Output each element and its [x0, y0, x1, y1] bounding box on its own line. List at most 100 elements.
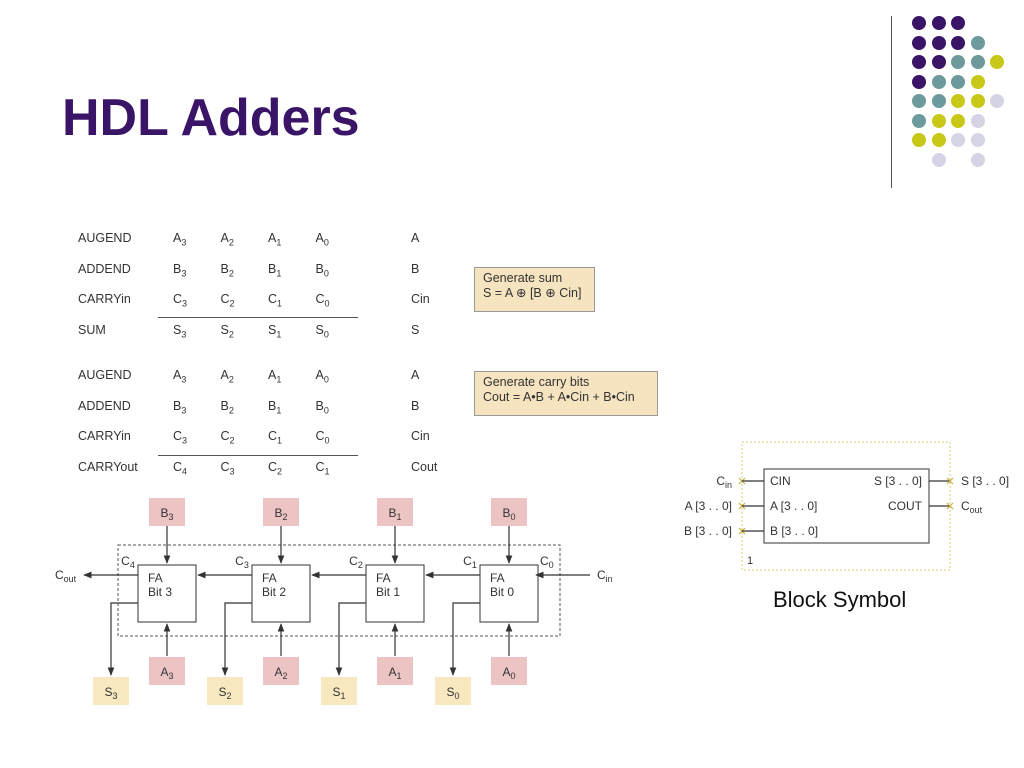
table-bit: C2	[220, 429, 235, 446]
full-adder-bit: Bit 0	[490, 585, 514, 599]
table-bit: C1	[315, 459, 330, 477]
table-bit: B1	[268, 261, 282, 279]
full-adder-bit: Bit 1	[376, 585, 400, 599]
decor-dot	[970, 55, 985, 69]
symbol-instance: 1	[747, 555, 753, 567]
full-adder-label: FA	[148, 571, 163, 585]
full-adder-bit: Bit 3	[148, 585, 172, 599]
full-adder-box	[365, 564, 425, 623]
table-vector: B	[411, 261, 420, 276]
s-output-box	[93, 677, 129, 705]
carry-label: C3	[235, 554, 249, 570]
table-bit: S2	[220, 322, 234, 340]
sum-note: Generate sum S = A ⊕ [B ⊕ Cin]	[474, 267, 595, 312]
s-output-box	[207, 677, 243, 705]
carry-label: C4	[121, 554, 135, 570]
table-bit: A2	[220, 368, 234, 385]
table-row-label: ADDEND	[78, 398, 131, 413]
carry-note: Generate carry bits Cout = A•B + A•Cin +…	[474, 371, 658, 416]
full-adder-bit: Bit 2	[262, 585, 286, 599]
table-bit: A3	[173, 368, 187, 385]
s-output-box	[321, 677, 357, 705]
table-bit: S1	[268, 322, 282, 340]
decor-dot	[970, 133, 985, 147]
table-row-label: SUM	[78, 322, 106, 337]
adder-boundary	[117, 544, 561, 637]
table-vector: S	[411, 322, 420, 337]
table-bit: A0	[315, 231, 329, 248]
table-vector: Cout	[411, 459, 438, 474]
symbol-right-outer-pin: Cout	[961, 499, 983, 515]
symbol-body	[763, 468, 930, 544]
table-row-label: AUGEND	[78, 231, 132, 245]
full-adder-box	[137, 564, 197, 623]
table-vector: Cin	[411, 292, 430, 306]
table-bit: C3	[173, 292, 188, 309]
table-bit: C0	[315, 429, 330, 446]
a-input-box	[491, 657, 527, 685]
table-bit: C3	[173, 429, 188, 446]
decor-dot	[951, 94, 965, 108]
table-bit: C1	[268, 429, 283, 446]
table-bit: B3	[173, 261, 187, 279]
full-adder-label: FA	[376, 571, 391, 585]
carry-note-line1: Generate carry bits	[483, 375, 590, 389]
decor-dot	[931, 152, 946, 167]
table-row-label: CARRYin	[78, 429, 131, 443]
decor-dot	[931, 74, 946, 89]
table-row-label: ADDEND	[78, 261, 131, 276]
table-bit: B2	[220, 398, 234, 416]
full-adder-label: FA	[490, 571, 505, 585]
c0-label: C0	[540, 554, 554, 570]
table-bit: B1	[268, 398, 282, 416]
carry-table-rule	[158, 455, 358, 456]
b-input-box	[263, 498, 299, 526]
s-output-wire	[221, 602, 252, 676]
cin-label: Cin	[597, 568, 613, 584]
table-row-label: CARRYout	[78, 459, 138, 474]
decor-dot	[990, 55, 1004, 69]
decor-dot	[951, 55, 965, 69]
sum-note-line1: Generate sum	[483, 271, 563, 285]
table-bit: S0	[315, 322, 329, 340]
decor-dot	[912, 133, 926, 147]
decor-dot	[931, 113, 946, 128]
decor-dot	[931, 133, 946, 147]
sum-table-rule	[158, 317, 358, 318]
decor-dot	[931, 16, 946, 30]
decor-dot	[912, 74, 926, 89]
title-divider	[891, 16, 892, 188]
symbol-right-inner-pin: S [3 . . 0]	[874, 474, 922, 488]
table-bit: C1	[268, 292, 283, 309]
decor-dot	[951, 133, 965, 147]
table-bit: C4	[173, 459, 188, 477]
table-vector: A	[411, 231, 420, 245]
table-bit: A1	[268, 368, 282, 385]
decor-dot	[931, 35, 946, 50]
table-bit: B2	[220, 261, 234, 279]
table-vector: Cin	[411, 429, 430, 443]
decor-dot	[912, 35, 926, 50]
table-bit: C3	[220, 459, 235, 477]
decor-dot	[970, 74, 985, 89]
decor-dot	[951, 16, 965, 30]
cout-label: Cout	[55, 568, 77, 584]
a-input-box	[149, 657, 185, 685]
decor-dot	[970, 152, 985, 167]
decor-dot	[912, 94, 926, 108]
table-bit: S3	[173, 322, 187, 340]
table-row-label: CARRYin	[78, 292, 131, 306]
table-bit: B0	[315, 398, 329, 416]
table-bit: C0	[315, 292, 330, 309]
block-symbol-caption: Block Symbol	[773, 587, 907, 612]
b-input-box	[491, 498, 527, 526]
table-bit: B0	[315, 261, 329, 279]
table-bit: A0	[315, 368, 329, 385]
carry-label: C2	[349, 554, 363, 570]
symbol-left-outer-pin: Cin	[716, 474, 732, 490]
symbol-left-outer-pin: A [3 . . 0]	[685, 499, 732, 513]
table-vector: B	[411, 398, 420, 413]
decor-dot	[990, 94, 1004, 108]
decor-dot	[951, 113, 965, 128]
